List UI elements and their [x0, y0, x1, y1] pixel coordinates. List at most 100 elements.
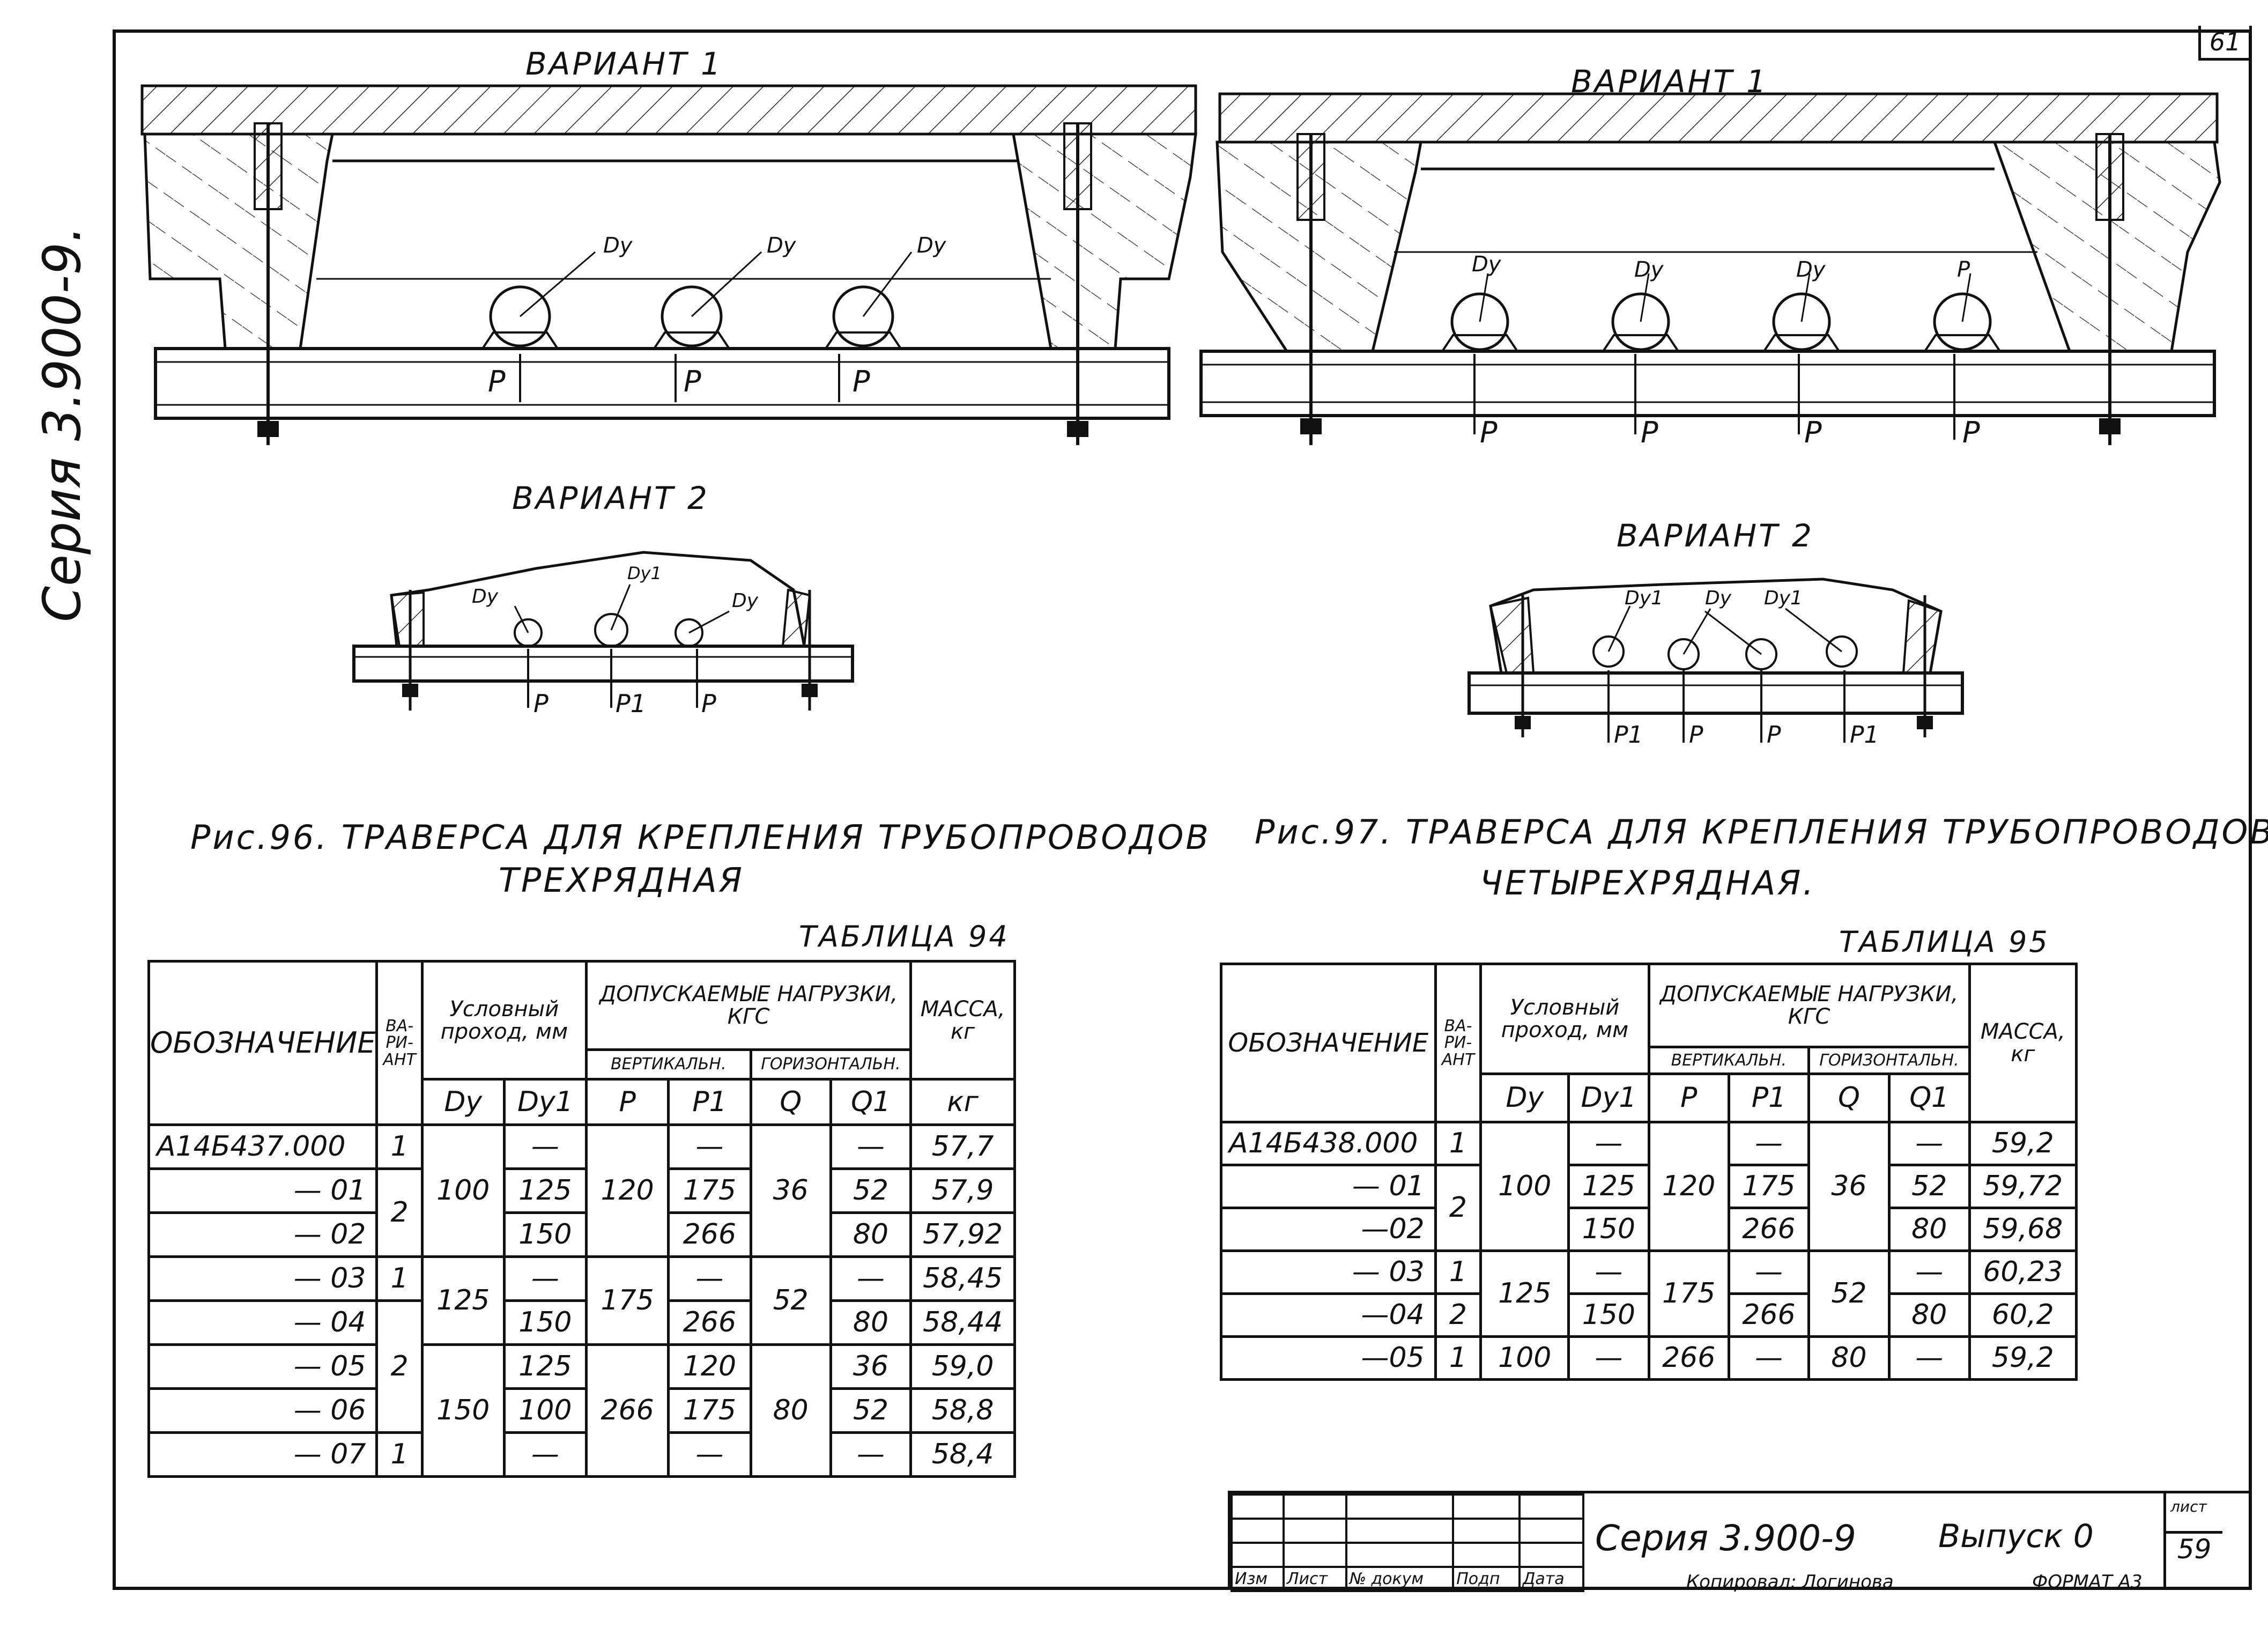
- t94-dy1: 150: [502, 1211, 588, 1258]
- t95-h-variant: ВА-РИ-АНТ: [1434, 963, 1483, 1123]
- t94-mass: 58,45: [909, 1255, 1016, 1302]
- t94-p: 120: [585, 1123, 670, 1258]
- t94-mass: 59,0: [909, 1343, 1016, 1390]
- t94-h-q1: Q1: [829, 1078, 913, 1126]
- t94-p1: 266: [667, 1299, 752, 1346]
- t95-q1: —: [1887, 1335, 1971, 1381]
- t95-p: 120: [1647, 1121, 1730, 1252]
- t95-dy1: 125: [1567, 1164, 1650, 1209]
- t95-mass: 60,2: [1968, 1292, 2078, 1338]
- t95-h-p: P: [1647, 1072, 1730, 1123]
- t94-variant: 1: [375, 1431, 424, 1478]
- table94: ОБОЗНАЧЕНИЕ ВА-РИ-АНТ Условный проход, м…: [147, 960, 1016, 1478]
- fig96-v2-load-2: P1: [616, 689, 647, 718]
- t94-code: — 02: [147, 1211, 379, 1258]
- t94-code: — 04: [147, 1299, 379, 1346]
- t95-q: 36: [1807, 1121, 1891, 1252]
- table-row: — 04 2 150 266 80 58,44: [147, 1299, 1016, 1434]
- t94-dy1: 125: [502, 1167, 588, 1214]
- t94-dy1: —: [502, 1431, 588, 1478]
- drawing-frame: [113, 29, 2252, 1590]
- t94-p: 266: [585, 1343, 670, 1478]
- t95-code: — 03: [1220, 1249, 1437, 1295]
- t95-h-designation: ОБОЗНАЧЕНИЕ: [1220, 963, 1437, 1123]
- tb-series: Серия 3.900-9: [1595, 1518, 1856, 1559]
- t94-code: — 06: [147, 1387, 379, 1434]
- t95-dy1: —: [1567, 1335, 1650, 1381]
- t94-p1: —: [667, 1431, 752, 1478]
- t94-q1: —: [829, 1123, 913, 1170]
- t94-mass: 57,9: [909, 1167, 1016, 1214]
- t95-h-horizontal: ГОРИЗОНТАЛЬН.: [1807, 1046, 1971, 1075]
- fig97-v2-load-3: P: [1767, 721, 1781, 749]
- fig97-v2-label-2: Dy: [1705, 587, 1732, 609]
- t95-p: 266: [1647, 1335, 1730, 1381]
- fig97-v2-load-1: P1: [1614, 721, 1643, 749]
- t95-h-vertical: ВЕРТИКАЛЬН.: [1647, 1046, 1811, 1075]
- fig96-v2-label-3: Dy: [732, 590, 759, 612]
- t94-code: — 01: [147, 1167, 379, 1214]
- t94-h-p1: P1: [667, 1078, 752, 1126]
- fig97-v2-load-2: P: [1689, 721, 1703, 749]
- fig97-variant1-label: ВАРИАНТ 1: [1571, 63, 1768, 100]
- tb-issue: Выпуск 0: [1938, 1518, 2094, 1555]
- t94-h-horizontal: ГОРИЗОНТАЛЬН.: [749, 1048, 913, 1081]
- fig96-v2-label-1: Dy: [472, 586, 499, 608]
- fig97-caption-line1: Рис.97. ТРАВЕРСА ДЛЯ КРЕПЛЕНИЯ ТРУБОПРОВ…: [1255, 812, 2268, 852]
- t95-p1: —: [1727, 1121, 1811, 1166]
- t95-mass: 60,23: [1968, 1249, 2078, 1295]
- t94-dy: 100: [420, 1123, 506, 1258]
- fig96-v1-load-2: P: [684, 365, 701, 398]
- t94-p1: 175: [667, 1387, 752, 1434]
- t94-q1: 80: [829, 1211, 913, 1258]
- t94-q1: 36: [829, 1343, 913, 1390]
- tb-sheet-label: лист: [2170, 1498, 2207, 1515]
- t95-h-q: Q: [1807, 1072, 1891, 1123]
- tb-col-sign: Подп: [1452, 1566, 1521, 1592]
- t94-h-dy1: Dy1: [502, 1078, 588, 1126]
- fig96-v1-dy-label-3: Dy: [917, 233, 946, 258]
- t95-q1: 80: [1887, 1292, 1971, 1338]
- t95-p: 175: [1647, 1249, 1730, 1338]
- t94-p1: 175: [667, 1167, 752, 1214]
- table-row: —04 2 150 266 80 60,2: [1220, 1292, 2078, 1338]
- table-row: — 01 2 125 175 52 59,72: [1220, 1164, 2078, 1252]
- t94-q1: 52: [829, 1167, 913, 1214]
- t94-mass: 58,8: [909, 1387, 1016, 1434]
- t94-mass: 58,4: [909, 1431, 1016, 1478]
- t95-h-mass: МАССА, кг: [1968, 963, 2078, 1123]
- t94-p1: 120: [667, 1343, 752, 1390]
- t94-q1: —: [829, 1431, 913, 1478]
- t95-variant: 1: [1434, 1121, 1483, 1166]
- t95-q1: 80: [1887, 1207, 1971, 1252]
- t95-q1: —: [1887, 1249, 1971, 1295]
- revision-grid: Изм Лист № докум Подп Дата: [1231, 1493, 1585, 1592]
- fig96-v1-load-1: P: [488, 365, 506, 398]
- fig97-v1-load-4: P: [1962, 416, 1980, 449]
- t94-p1: 266: [667, 1211, 752, 1258]
- fig97-v1-dy-label-1: Dy: [1472, 252, 1501, 277]
- fig96-v2-load-1: P: [533, 689, 549, 718]
- t95-dy: 125: [1479, 1249, 1570, 1338]
- t95-mass: 59,68: [1968, 1207, 2078, 1252]
- fig97-v2-label-3: Dy1: [1764, 587, 1803, 609]
- table-row: А14Б437.000 1 100 — 120 — 36 — 57,7: [147, 1123, 1016, 1258]
- t94-p1: —: [667, 1123, 752, 1170]
- t95-h-nominal: Условный проход, мм: [1479, 963, 1650, 1075]
- t95-p1: 266: [1727, 1292, 1811, 1338]
- t95-p1: 266: [1727, 1207, 1811, 1252]
- t95-code: А14Б438.000: [1220, 1121, 1437, 1166]
- t94-mass: 57,7: [909, 1123, 1016, 1170]
- t94-variant: 2: [375, 1167, 424, 1258]
- t94-h-kg: кг: [909, 1078, 1016, 1126]
- table-row: — 02 150 266 80 57,92: [147, 1211, 1016, 1258]
- t94-h-q: Q: [749, 1078, 832, 1126]
- t94-h-nominal: Условный проход, мм: [420, 960, 588, 1081]
- fig96-v1-dy-label-2: Dy: [767, 233, 796, 258]
- fig97-v1-dy-label-3: Dy: [1796, 257, 1826, 282]
- fig97-v1-dy-label-2: Dy: [1634, 257, 1664, 282]
- t94-dy1: 150: [502, 1299, 588, 1346]
- fig96-v1-load-3: P: [853, 365, 870, 398]
- t95-h-loads: ДОПУСКАЕМЫЕ НАГРУЗКИ, КГС: [1647, 963, 1971, 1048]
- t95-dy1: —: [1567, 1121, 1650, 1166]
